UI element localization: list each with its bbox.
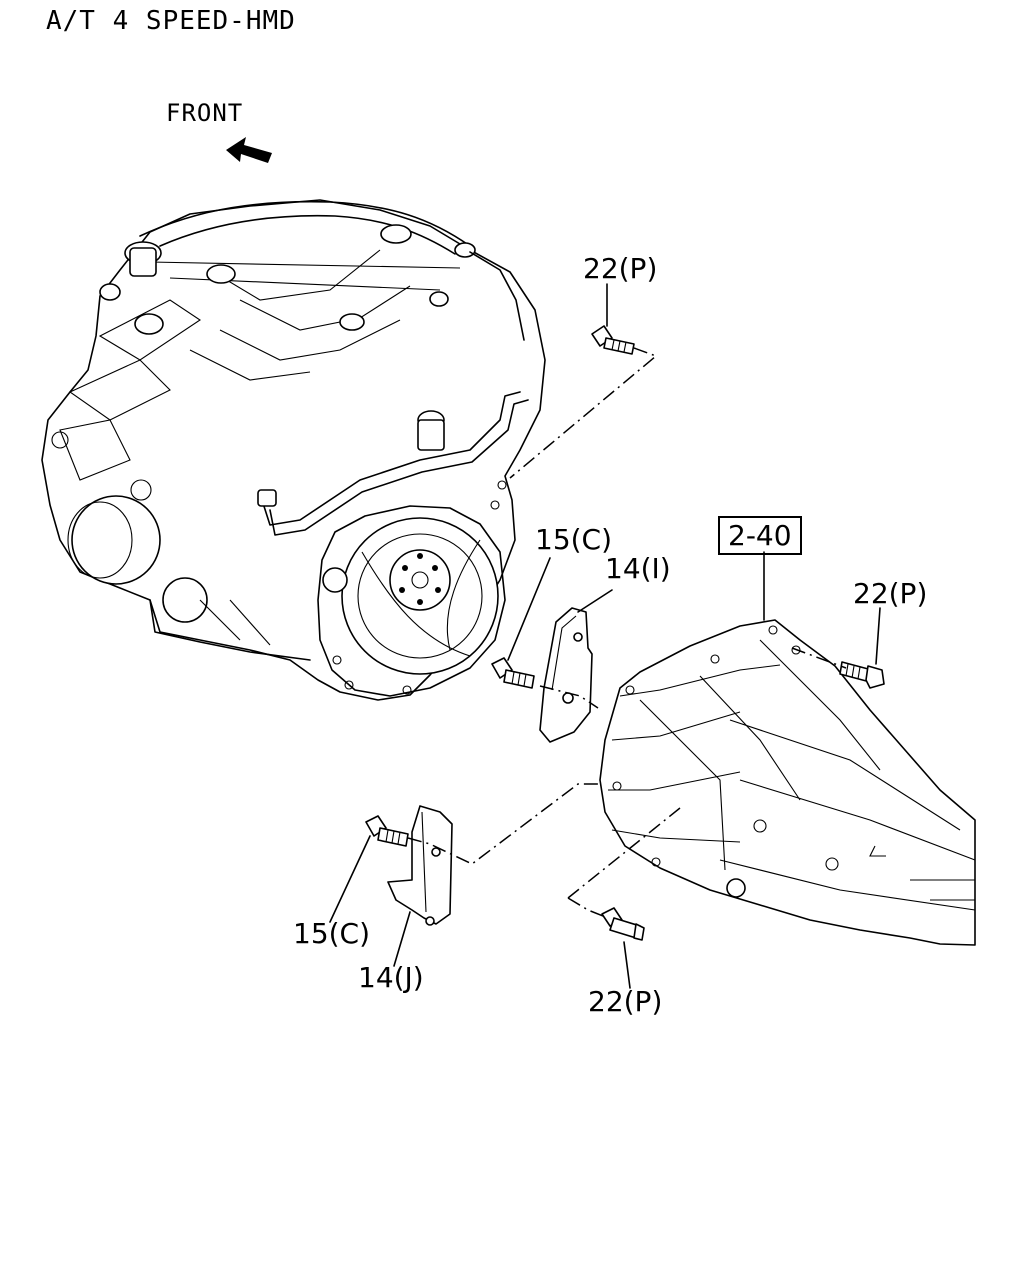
reference-box-2-40: 2-40: [718, 516, 802, 555]
callout-14i: 14(I): [605, 555, 671, 583]
plate-14i: [540, 608, 592, 742]
engine-assembly: [42, 200, 545, 700]
arrow-up-left-icon: [226, 137, 272, 163]
bolt-22p-bottom: [602, 908, 644, 940]
bolt-22p-right: [840, 662, 884, 688]
page-title: A/T 4 SPEED-HMD: [46, 8, 296, 34]
bolt-15c-upper: [492, 658, 534, 688]
front-direction-label: FRONT: [166, 101, 243, 125]
callout-15c-lower: 15(C): [293, 920, 370, 948]
bolt-22p-top: [592, 326, 634, 354]
transmission-case: [600, 620, 975, 945]
callout-22p-top: 22(P): [583, 255, 657, 283]
callout-22p-right: 22(P): [853, 580, 927, 608]
plate-14j: [388, 806, 452, 925]
callout-14j: 14(J): [358, 964, 424, 992]
callout-15c-upper: 15(C): [535, 526, 612, 554]
bolt-15c-lower: [366, 816, 408, 846]
callout-22p-bottom: 22(P): [588, 988, 662, 1016]
